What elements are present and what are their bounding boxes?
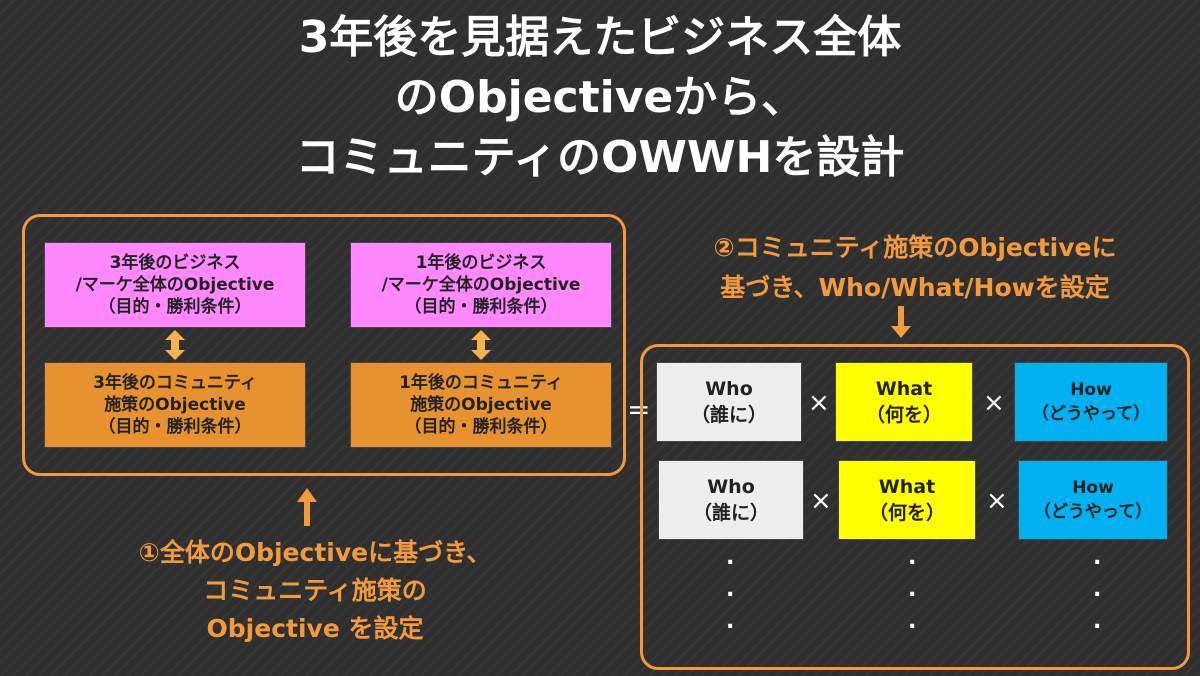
- note-line: Objective を設定: [206, 614, 424, 643]
- ellipsis-dot: .: [726, 609, 735, 634]
- note-line: ①全体のObjectiveに基づき、: [138, 538, 492, 567]
- box-line: （目的・勝利条件）: [98, 417, 252, 437]
- up-arrow-icon: [297, 488, 317, 526]
- double-arrow-icon: [471, 330, 491, 360]
- box-line: /マーケ全体のObjective: [75, 275, 275, 295]
- how-box: How （どうやって）: [1018, 460, 1168, 540]
- what-label: What: [875, 378, 933, 400]
- who-sub-label: （誰に）: [690, 404, 767, 426]
- box-line: （目的・勝利条件）: [404, 297, 558, 317]
- title-line-1: 3年後を見据えたビジネス全体: [298, 12, 902, 63]
- who-box: Who （誰に）: [658, 460, 804, 540]
- box-line: /マーケ全体のObjective: [381, 275, 581, 295]
- what-box: What （何を）: [838, 460, 976, 540]
- box-line: 施策のObjective: [410, 395, 552, 415]
- ellipsis-dot: .: [1093, 609, 1102, 634]
- how-box: How （どうやって）: [1014, 362, 1168, 442]
- note-left: ①全体のObjectiveに基づき、 コミュニティ施策の Objective を…: [80, 534, 550, 648]
- box-line: 施策のObjective: [104, 395, 246, 415]
- note-line: 基づき、Who/What/Howを設定: [720, 273, 1110, 302]
- box-line: 3年後のコミュニティ: [93, 373, 257, 393]
- times-sign: ×: [983, 388, 1005, 418]
- who-sub-label: （誰に）: [692, 502, 769, 524]
- who-box: Who （誰に）: [656, 362, 802, 442]
- note-line: ②コミュニティ施策のObjectiveに: [713, 233, 1117, 262]
- box-line: （目的・勝利条件）: [98, 297, 252, 317]
- down-arrow-icon: [891, 306, 911, 338]
- note-right: ②コミュニティ施策のObjectiveに 基づき、Who/What/Howを設定: [650, 228, 1180, 308]
- ellipsis-dot: .: [726, 545, 735, 570]
- box-1y-community-objective: 1年後のコミュニティ 施策のObjective （目的・勝利条件）: [350, 362, 612, 448]
- times-sign: ×: [808, 388, 830, 418]
- how-sub-label: （どうやって）: [1031, 404, 1151, 424]
- times-sign: ×: [810, 486, 832, 516]
- note-line: コミュニティ施策の: [203, 576, 427, 605]
- box-3y-community-objective: 3年後のコミュニティ 施策のObjective （目的・勝利条件）: [44, 362, 306, 448]
- who-label: Who: [705, 378, 753, 400]
- box-line: 1年後のコミュニティ: [399, 373, 563, 393]
- ellipsis-dot: .: [908, 577, 917, 602]
- box-3y-business-objective: 3年後のビジネス /マーケ全体のObjective （目的・勝利条件）: [44, 242, 306, 328]
- what-sub-label: （何を）: [865, 404, 942, 426]
- what-label: What: [878, 476, 936, 498]
- double-arrow-icon: [165, 330, 185, 360]
- box-1y-business-objective: 1年後のビジネス /マーケ全体のObjective （目的・勝利条件）: [350, 242, 612, 328]
- ellipsis-dot: .: [908, 609, 917, 634]
- title-line-2: のObjectiveから、: [394, 72, 806, 123]
- ellipsis-dot: .: [908, 545, 917, 570]
- box-line: （目的・勝利条件）: [404, 417, 558, 437]
- times-sign: ×: [986, 486, 1008, 516]
- right-owwh-frame: [640, 344, 1190, 670]
- box-line: 1年後のビジネス: [415, 253, 547, 273]
- title-line-3: コミュニティのOWWHを設計: [295, 132, 905, 183]
- how-label: How: [1070, 380, 1112, 400]
- who-label: Who: [707, 476, 755, 498]
- ellipsis-dot: .: [1093, 545, 1102, 570]
- how-sub-label: （どうやって）: [1033, 502, 1153, 522]
- how-label: How: [1072, 478, 1114, 498]
- equals-sign: =: [627, 393, 651, 426]
- ellipsis-dot: .: [726, 577, 735, 602]
- left-objective-frame: [22, 214, 626, 476]
- what-box: What （何を）: [835, 362, 973, 442]
- ellipsis-dot: .: [1093, 577, 1102, 602]
- box-line: 3年後のビジネス: [109, 253, 241, 273]
- page-title: 3年後を見据えたビジネス全体 のObjectiveから、 コミュニティのOWWH…: [0, 8, 1200, 188]
- what-sub-label: （何を）: [868, 502, 945, 524]
